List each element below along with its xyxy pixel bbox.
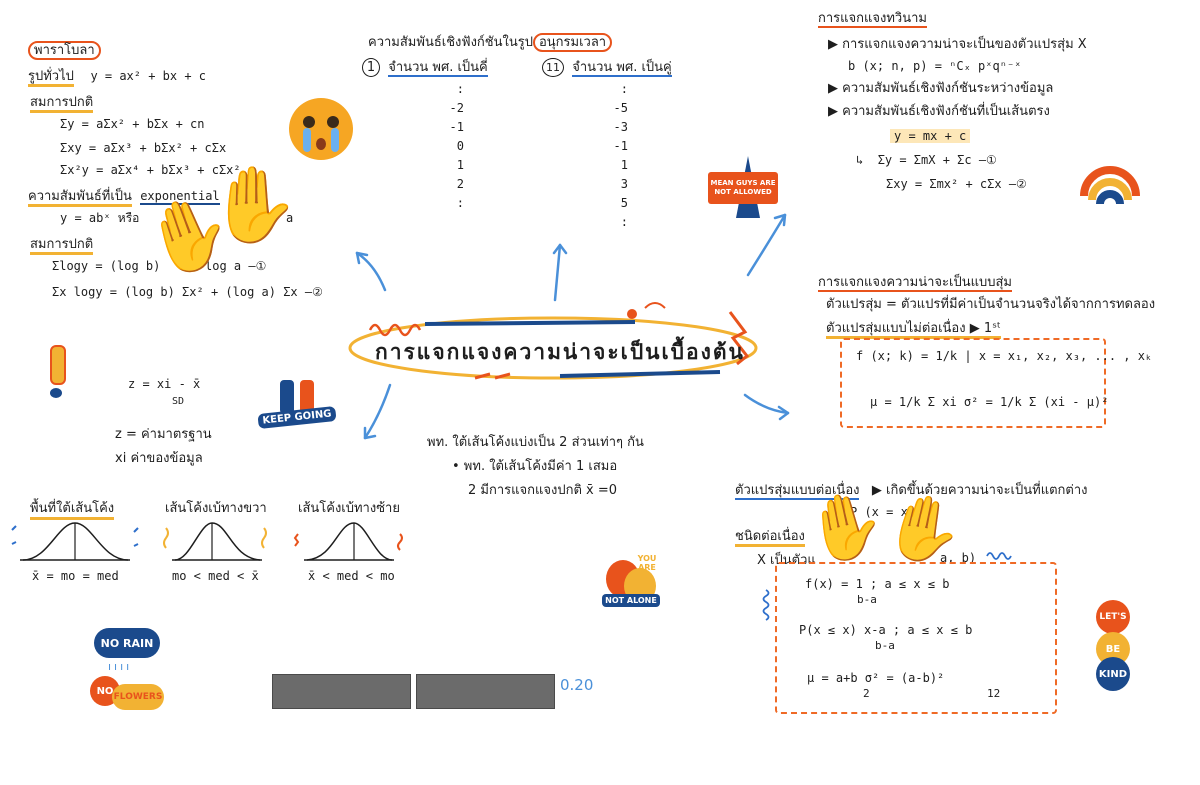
continuous-f3-den-a: 2	[863, 687, 870, 700]
series-value: :	[620, 215, 628, 229]
next-page-button[interactable]	[416, 674, 555, 709]
log-eq-1-end: log a —①	[205, 259, 267, 273]
normal-eq-1: Σy = aΣx² + bΣx + cn	[60, 117, 205, 131]
uniform-f-eq: f (x; k) = 1/k | x = x₁, x₂, x₃, ... , x…	[856, 349, 1153, 363]
uniform-def-2: ตัวแปรสุ่มแบบไม่ต่อเนื่อง ▶ 1ˢᵗ	[826, 320, 1001, 339]
binomial-point-2: ▶ ความสัมพันธ์เชิงฟังก์ชันระหว่างข้อมูล	[828, 81, 1054, 96]
left-skew-curve-diagram	[293, 522, 403, 561]
log-eq-2: Σx logy = (log b) Σx² + (log a) Σx —②	[52, 285, 323, 299]
series-value: 3	[620, 177, 628, 191]
center-note-3: 2 มีการแจกแจงปกติ x̄ =0	[468, 483, 618, 498]
curve-2-label: mo < med < x̄	[172, 569, 259, 583]
series-value: :	[620, 82, 628, 96]
continuous-title: ตัวแปรสุ่มแบบต่อเนื่อง ▶ เกิดขึ้นด้วยควา…	[735, 483, 1088, 500]
not-alone-sticker: YOU ARE NOT ALONE	[600, 554, 664, 614]
curve-3-title: เส้นโค้งเบ้ทางซ้าย	[298, 501, 400, 516]
exponential-eq: y = abˣ หรือ	[60, 211, 140, 225]
series-value: -2	[449, 101, 464, 115]
curve-2-title: เส้นโค้งเบ้ทางขวา	[165, 501, 267, 516]
binomial-equation: b (x; n, p) = ⁿCₓ pˣqⁿ⁻ˣ	[848, 59, 1022, 73]
blue-squiggle	[986, 552, 1012, 560]
uniform-mu-eq: μ = 1/k Σ xi σ² = 1/k Σ (xi - μ)²	[870, 395, 1109, 409]
crying-face-emoji	[289, 98, 353, 160]
even-values-column: : -5 -3 -1 1 3 5:	[604, 80, 628, 232]
binomial-title: การแจกแจงทวินาม	[818, 11, 927, 28]
normal-eq-2: Σxy = aΣx³ + bΣx² + cΣx	[60, 141, 227, 155]
series-value: 0	[456, 139, 464, 153]
timeseries-title: ความสัมพันธ์เชิงฟังก์ชันในรูปอนุกรมเวลา	[368, 33, 613, 52]
center-title-decoration	[348, 302, 758, 380]
binomial-point-1: ▶ การแจกแจงความน่าจะเป็นของตัวแปรสุ่ม X	[828, 37, 1087, 52]
series-value: -5	[613, 101, 628, 115]
continuous-sub: ชนิดต่อเนื่อง	[735, 528, 805, 547]
normal-eq-head-2: สมการปกติ	[30, 236, 94, 255]
exponential-head: ความสัมพันธ์ที่เป็น exponential	[28, 186, 220, 207]
mean-guys-sticker: MEAN GUYS ARE NOT ALLOWED	[708, 154, 780, 224]
continuous-f3: μ = a+b σ² = (a-b)²	[807, 671, 945, 685]
series-value: -1	[613, 139, 628, 153]
exponential-eq-end: a	[286, 211, 294, 225]
continuous-f2-den: b-a	[875, 639, 895, 652]
keep-going-sticker: KEEP GOING	[257, 380, 337, 442]
sum-equation-2: Σxy = Σmx² + cΣx —②	[886, 177, 1027, 191]
zscore-def-1: z = ค่ามาตรฐาน	[115, 427, 212, 442]
series-value: 2	[456, 177, 464, 191]
main-title: การแจกแจงความน่าจะเป็นเบื้องต้น	[375, 340, 745, 364]
normal-eq-head: สมการปกติ	[30, 94, 94, 113]
odd-values-column: : -2 -1 0 1 2:	[440, 80, 464, 213]
continuous-f1: f(x) = 1 ; a ≤ x ≤ b	[805, 577, 950, 591]
series-value: :	[456, 196, 464, 210]
normal-curve-diagram	[11, 522, 139, 561]
zscore-formula: z = xi - x̄	[128, 377, 201, 391]
continuous-p-eq: P (x = x)	[850, 505, 916, 519]
normal-eq-3: Σx²y = aΣx⁴ + bΣx³ + cΣx²	[60, 163, 241, 177]
no-rain-sticker: NO RAIN ıııı NO FLOWERS	[90, 628, 166, 712]
page-label: 0.20	[560, 676, 594, 694]
continuous-x-line: X เป็นตัวแ	[757, 553, 816, 568]
zscore-denominator: SD	[172, 396, 185, 407]
series-value: -3	[613, 120, 628, 134]
general-form: รูปทั่วไป y = ax² + bx + c	[28, 66, 206, 87]
series-value: -1	[449, 120, 464, 134]
uniform-title: การแจกแจงความน่าจะเป็นแบบสุ่ม	[818, 275, 1012, 292]
series-value: 1	[456, 158, 464, 172]
center-note-2: • พท. ใต้เส้นโค้งมีค่า 1 เสมอ	[452, 459, 618, 474]
continuous-x-line-end: a, b)	[940, 551, 977, 565]
prev-page-button[interactable]	[272, 674, 411, 709]
timeseries-odd-heading: 1 จำนวน พศ. เป็นคี่	[362, 58, 488, 77]
continuous-f2: P(x ≤ x) x-a ; a ≤ x ≤ b	[799, 623, 973, 637]
uniform-formula-box: f (x; k) = 1/k | x = x₁, x₂, x₃, ... , x…	[840, 338, 1152, 428]
log-eq-1: Σlogy = (log b)	[52, 259, 161, 273]
blue-coil	[762, 589, 770, 621]
line-equation: y = mx + c	[890, 126, 971, 146]
rainbow-sticker	[1080, 166, 1140, 205]
kind-sticker: KIND	[1096, 657, 1130, 691]
raised-hand-emoji-4: ✋	[877, 485, 971, 575]
curve-3-label: x̄ < med < mo	[308, 569, 395, 583]
continuous-f3-den-b: 12	[987, 687, 1001, 700]
continuous-f1-den: b-a	[857, 593, 877, 606]
binomial-point-3: ▶ ความสัมพันธ์เชิงฟังก์ชันที่เป็นเส้นตรง	[828, 104, 1050, 119]
series-value: :	[456, 82, 464, 96]
zscore-def-2: xi ค่าของข้อมูล	[115, 451, 203, 466]
curve-1-label: x̄ = mo = med	[32, 569, 119, 583]
raised-hand-emoji-right: ✋	[208, 162, 301, 248]
lets-sticker: LET'S	[1096, 600, 1130, 634]
center-note-1: พท. ใต้เส้นโค้งแบ่งเป็น 2 ส่วนเท่าๆ กัน	[427, 435, 644, 450]
exclamation-icon	[50, 345, 68, 398]
parabola-title: พาราโบลา	[28, 41, 101, 60]
curve-1-title: พื้นที่ใต้เส้นโค้ง	[30, 500, 115, 520]
timeseries-even-heading: 11 จำนวน พศ. เป็นคู่	[542, 58, 672, 77]
right-skew-curve-diagram	[163, 522, 267, 561]
series-value: 1	[620, 158, 628, 172]
uniform-def-1: ตัวแปรสุ่ม = ตัวแปรที่มีค่าเป็นจำนวนจริง…	[826, 297, 1156, 312]
series-value: 5	[620, 196, 628, 210]
sum-equation-1: ↳ Σy = ΣmX + Σc —①	[856, 153, 997, 167]
continuous-formula-box: f(x) = 1 ; a ≤ x ≤ b b-a P(x ≤ x) x-a ; …	[775, 562, 1057, 714]
